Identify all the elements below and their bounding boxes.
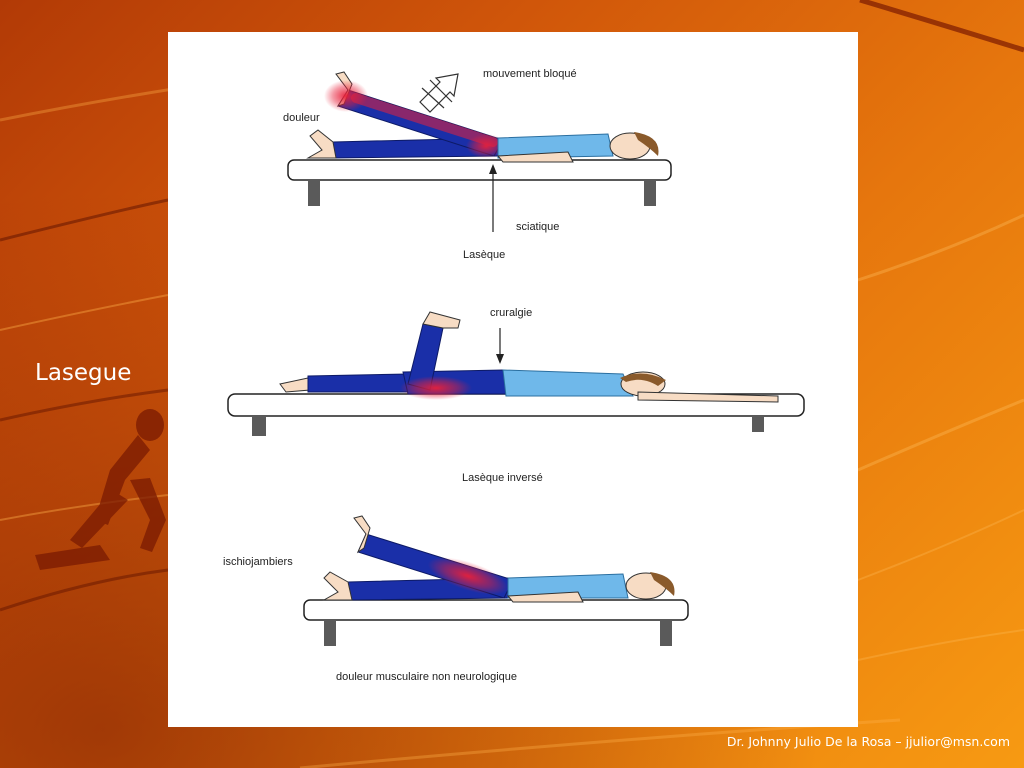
label-ischiojambiers: ischiojambiers (223, 556, 293, 568)
footer-credit: Dr. Johnny Julio De la Rosa – jjulior@ms… (726, 734, 1010, 749)
pain-marker (427, 557, 509, 595)
figure-ischiojambiers: ischiojambiers douleur musculaire non ne… (223, 515, 689, 683)
sciatic-nerve-line (351, 93, 498, 147)
caption-lasegue-inverse: Lasèque inversé (462, 472, 543, 484)
figure-lasegue: mouvement bloqué douleur sciatique Lasèq… (283, 68, 672, 261)
label-douleur: douleur (283, 112, 320, 124)
hair-icon (634, 132, 659, 156)
hair-icon (620, 373, 666, 386)
table-leg (644, 180, 656, 206)
caption-douleur-musculaire: douleur musculaire non neurologique (336, 671, 517, 683)
table-leg (308, 180, 320, 206)
hair-icon (650, 572, 675, 596)
table-leg (660, 620, 672, 646)
diagram-panel: mouvement bloqué douleur sciatique Lasèq… (168, 32, 858, 727)
lasegue-diagram: mouvement bloqué douleur sciatique Lasèq… (223, 68, 805, 683)
pain-marker (324, 80, 368, 112)
label-sciatique: sciatique (516, 221, 559, 233)
label-cruralgie: cruralgie (490, 307, 532, 319)
figure-lasegue-inverse: cruralgie Lasèque inversé (227, 307, 805, 484)
table-leg (752, 416, 764, 432)
pain-marker (466, 134, 506, 158)
pain-marker (400, 376, 472, 400)
blocked-movement-arrow-icon (419, 73, 459, 113)
label-mouvement-bloque: mouvement bloqué (483, 68, 577, 80)
table-leg (324, 620, 336, 646)
caption-lasegue: Lasèque (463, 249, 505, 261)
exam-table (303, 599, 689, 621)
slide-title: Lasegue (35, 360, 132, 386)
table-leg (252, 416, 266, 436)
exam-table (287, 159, 672, 181)
runner-silhouette-icon (35, 409, 166, 570)
